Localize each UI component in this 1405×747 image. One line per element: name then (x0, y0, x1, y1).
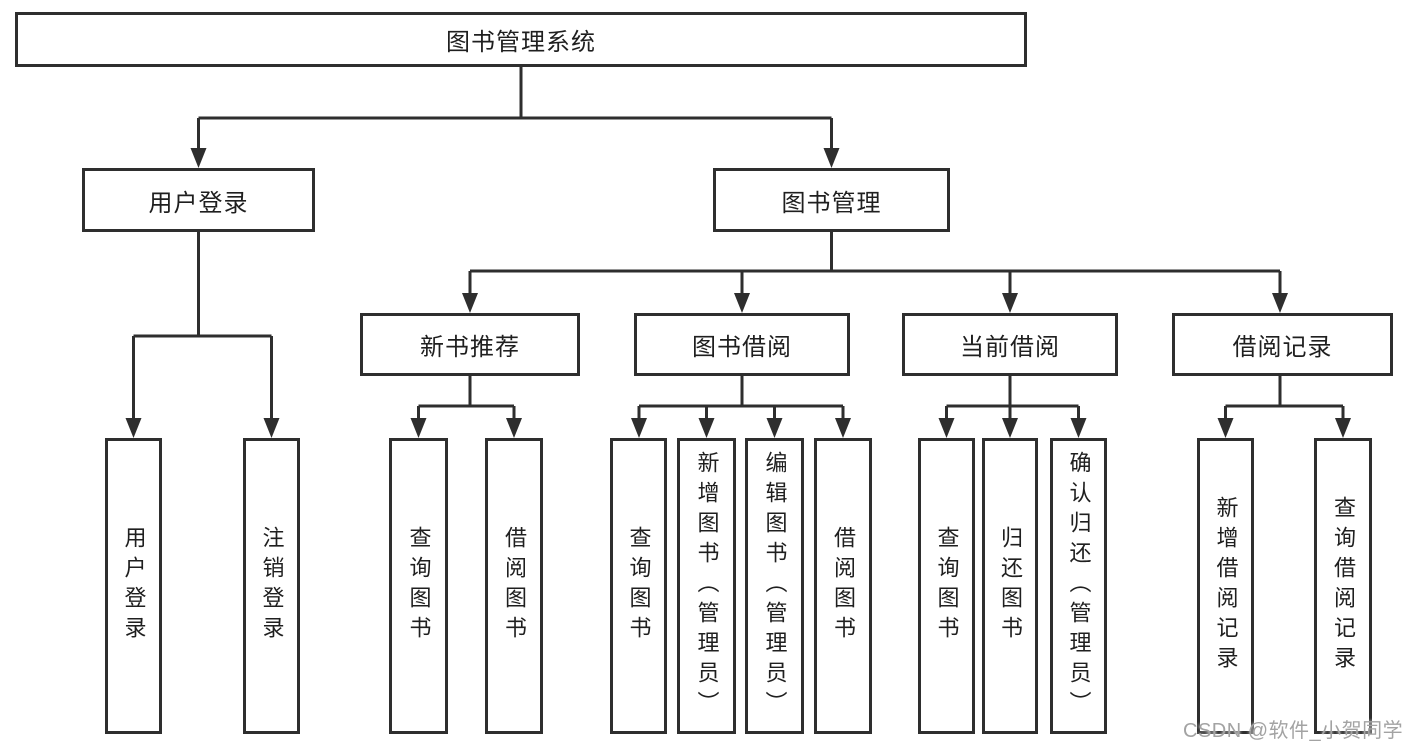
csdn-watermark: CSDN @软件_小贺同学 (1183, 720, 1404, 742)
node-leaf-user-login-label: 用户登录 (121, 526, 147, 646)
node-leaf-return-book-label: 归还图书 (998, 526, 1023, 646)
connector-current-borrow-children (938, 376, 1087, 438)
node-book-mgmt: 图书管理 (713, 168, 950, 232)
node-new-book-rec: 新书推荐 (360, 313, 580, 376)
node-book-borrow: 图书借阅 (634, 313, 850, 376)
node-leaf-query-book-2: 查询图书 (610, 438, 667, 734)
node-leaf-edit-book-label: 编辑图书（管理员） (762, 451, 788, 721)
node-book-mgmt-label: 图书管理 (781, 189, 882, 217)
connector-root-to-level2 (190, 67, 840, 168)
node-leaf-add-book-label: 新增图书（管理员） (694, 451, 720, 721)
node-leaf-borrow-book-1: 借阅图书 (485, 438, 543, 734)
connector-new-book-rec-children (410, 376, 522, 438)
node-leaf-add-borrow-record-label: 新增借阅记录 (1213, 496, 1239, 676)
node-leaf-query-book-1: 查询图书 (389, 438, 448, 734)
connector-book-borrow-children (631, 376, 851, 438)
node-leaf-query-book-3: 查询图书 (918, 438, 975, 734)
node-leaf-query-book-1-label: 查询图书 (406, 526, 432, 646)
node-current-borrow-label: 当前借阅 (960, 334, 1060, 361)
node-leaf-borrow-book-2: 借阅图书 (814, 438, 872, 734)
node-root: 图书管理系统 (15, 12, 1027, 67)
node-current-borrow: 当前借阅 (902, 313, 1118, 376)
node-book-borrow-label: 图书借阅 (692, 334, 792, 361)
node-root-label: 图书管理系统 (446, 29, 596, 56)
node-leaf-add-borrow-record: 新增借阅记录 (1197, 438, 1254, 734)
node-leaf-confirm-return-label: 确认归还（管理员） (1066, 451, 1092, 721)
node-leaf-borrow-book-1-label: 借阅图书 (502, 526, 527, 646)
connector-book-mgmt-children (462, 232, 1288, 313)
node-leaf-edit-book: 编辑图书（管理员） (745, 438, 804, 734)
node-leaf-user-login: 用户登录 (105, 438, 162, 734)
node-leaf-add-book: 新增图书（管理员） (677, 438, 736, 734)
node-user-login-label: 用户登录 (148, 189, 249, 217)
node-leaf-logout: 注销登录 (243, 438, 300, 734)
node-leaf-confirm-return: 确认归还（管理员） (1050, 438, 1107, 734)
node-leaf-query-borrow-record: 查询借阅记录 (1314, 438, 1372, 734)
node-leaf-query-borrow-record-label: 查询借阅记录 (1331, 496, 1356, 676)
node-leaf-logout-label: 注销登录 (259, 526, 285, 646)
node-new-book-rec-label: 新书推荐 (420, 334, 520, 361)
node-user-login: 用户登录 (82, 168, 315, 232)
connector-user-login-children (125, 232, 280, 438)
node-leaf-query-book-2-label: 查询图书 (626, 526, 652, 646)
node-borrow-records-label: 借阅记录 (1232, 334, 1333, 361)
node-leaf-query-book-3-label: 查询图书 (934, 526, 960, 646)
node-leaf-borrow-book-2-label: 借阅图书 (831, 526, 856, 646)
node-leaf-return-book: 归还图书 (982, 438, 1038, 734)
node-borrow-records: 借阅记录 (1172, 313, 1393, 376)
connector-borrow-records-children (1217, 376, 1351, 438)
